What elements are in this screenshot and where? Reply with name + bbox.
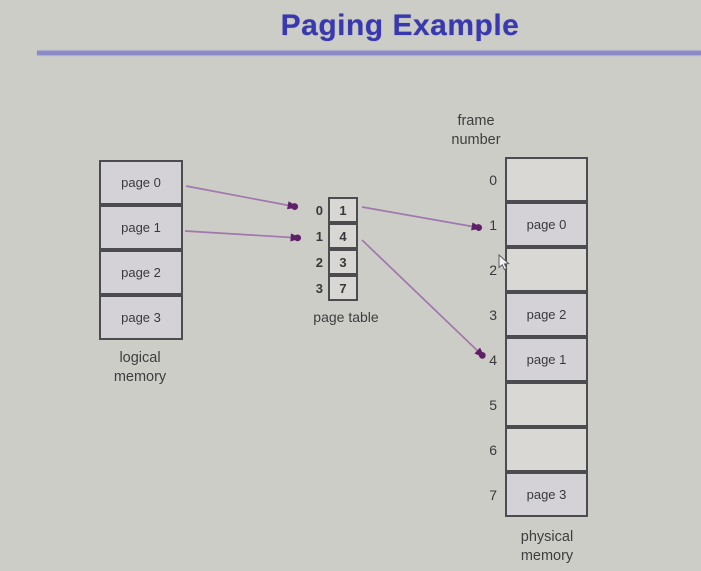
page-table-entry: 4 <box>328 223 358 249</box>
title-underline <box>37 51 701 55</box>
frame-number: 7 <box>489 486 497 503</box>
frame-number: 5 <box>489 396 497 413</box>
arrow-page0-to-pte0 <box>185 185 299 210</box>
logical-memory-label: logical memory <box>113 350 167 385</box>
physical-memory-frame: page 3 <box>505 472 588 517</box>
page-table: 0 1 1 4 2 3 3 7 <box>297 197 358 301</box>
frame-number: 0 <box>489 171 497 188</box>
page-title: Paging Example <box>280 9 520 42</box>
page-table-entry: 7 <box>328 275 358 301</box>
logical-memory-cell: page 3 <box>99 295 183 340</box>
physical-memory-row: 1 page 0 <box>459 202 588 247</box>
physical-memory: 0 1 page 0 2 3 page 2 4 page 1 5 6 7 <box>459 157 588 517</box>
physical-memory-row: 2 <box>459 247 588 292</box>
physical-memory-row: 4 page 1 <box>459 337 588 382</box>
frame-number: 4 <box>489 351 497 368</box>
frame-number: 3 <box>489 306 497 323</box>
arrow-page1-to-pte1 <box>184 230 302 242</box>
frame-number: 6 <box>489 441 497 458</box>
physical-memory-row: 5 <box>459 382 588 427</box>
page-table-index: 3 <box>315 280 323 296</box>
physical-memory-frame: page 2 <box>505 292 588 337</box>
physical-memory-frame: page 0 <box>505 202 588 247</box>
page-table-row: 3 7 <box>297 275 358 301</box>
logical-memory-cell: page 0 <box>99 160 183 205</box>
physical-memory-frame: page 1 <box>505 337 588 382</box>
physical-memory-row: 3 page 2 <box>459 292 588 337</box>
logical-memory-cell: page 2 <box>99 250 183 295</box>
frame-number: 2 <box>489 261 497 278</box>
frame-number: 1 <box>489 216 497 233</box>
physical-memory-frame <box>505 382 588 427</box>
physical-memory-frame <box>505 247 588 292</box>
physical-memory-frame <box>505 157 588 202</box>
page-table-entry: 3 <box>328 249 358 275</box>
page-table-index: 1 <box>315 228 323 244</box>
page-table-label: page table <box>313 309 379 325</box>
page-table-row: 1 4 <box>297 223 358 249</box>
physical-memory-label: physical memory <box>520 529 574 564</box>
page-table-index: 2 <box>315 254 323 270</box>
frame-number-label: frame number <box>451 113 501 148</box>
page-table-row: 0 1 <box>297 197 358 223</box>
page-table-index: 0 <box>315 202 323 218</box>
physical-memory-row: 6 <box>459 427 588 472</box>
page-table-entry: 1 <box>328 197 358 223</box>
page-table-row: 2 3 <box>297 249 358 275</box>
physical-memory-row: 0 <box>459 157 588 202</box>
logical-memory: page 0 page 1 page 2 page 3 <box>99 160 183 340</box>
physical-memory-row: 7 page 3 <box>459 472 588 517</box>
logical-memory-cell: page 1 <box>99 205 183 250</box>
physical-memory-frame <box>505 427 588 472</box>
